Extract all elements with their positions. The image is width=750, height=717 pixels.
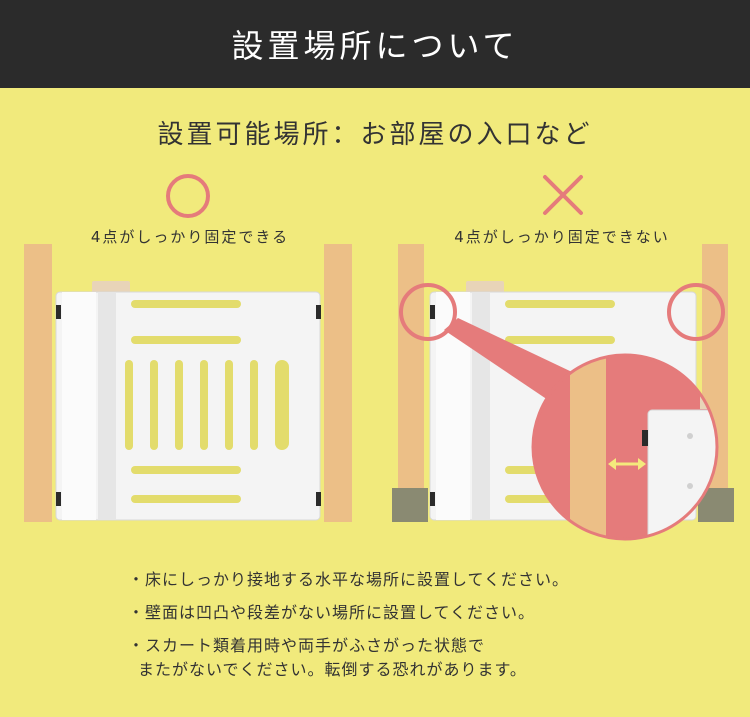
good-label: 4点がしっかり固定できる bbox=[90, 228, 290, 246]
bad-scene bbox=[392, 244, 734, 541]
highlight-circle-left bbox=[399, 283, 457, 341]
good-scene bbox=[24, 244, 352, 522]
baby-gate bbox=[55, 291, 321, 521]
wall-left bbox=[24, 244, 52, 522]
floor-step-left bbox=[392, 488, 428, 522]
header-title: 設置場所について bbox=[231, 27, 519, 65]
highlight-circle-right bbox=[667, 283, 725, 341]
wall-left bbox=[398, 244, 424, 488]
note-item: ・スカート類着用時や両手がふさがった状態で またがないでください。転倒する恐れが… bbox=[128, 634, 569, 682]
bad-label: 4点がしっかり固定できない bbox=[454, 228, 670, 246]
note-text-continued: またがないでください。転倒する恐れがあります。 bbox=[138, 660, 527, 679]
gate-lock bbox=[92, 281, 130, 293]
subtitle: 設置可能場所：お部屋の入口など bbox=[157, 120, 593, 150]
zoom-detail bbox=[531, 353, 719, 541]
note-item: ・壁面は凹凸や段差がない場所に設置してください。 bbox=[128, 601, 569, 625]
zoom-connector bbox=[444, 318, 572, 400]
notes-list: ・床にしっかり接地する水平な場所に設置してください。 ・壁面は凹凸や段差がない場… bbox=[128, 568, 569, 691]
header-bar: 設置場所について bbox=[0, 0, 750, 88]
gate-lock bbox=[466, 281, 504, 293]
wall-right bbox=[324, 244, 352, 522]
cross-mark-icon bbox=[543, 175, 583, 215]
note-item: ・床にしっかり接地する水平な場所に設置してください。 bbox=[128, 568, 569, 592]
installation-illustration bbox=[24, 174, 734, 541]
note-text: ・床にしっかり接地する水平な場所に設置してください。 bbox=[128, 570, 570, 589]
note-text: ・壁面は凹凸や段差がない場所に設置してください。 bbox=[128, 603, 536, 622]
note-text: ・スカート類着用時や両手がふさがった状態で bbox=[128, 636, 486, 655]
circle-mark-icon bbox=[166, 174, 210, 218]
